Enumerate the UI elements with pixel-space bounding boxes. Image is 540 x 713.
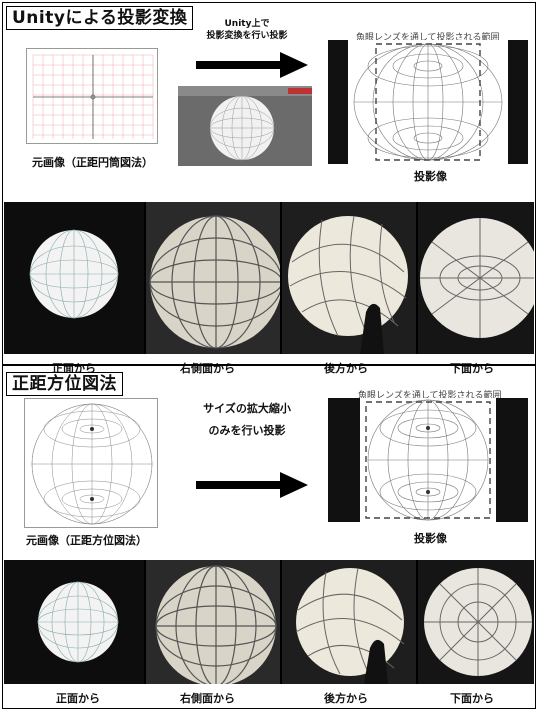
arrow-label: サイズの拡大縮小 のみを行い投影 [172,398,322,442]
dome-photo-strip [4,202,534,354]
photo-rear-view [282,202,416,354]
photo-front-view [4,560,144,684]
view-caption-front: 正面から [56,692,100,705]
dome-photo-strip [4,560,534,684]
projected-image [328,398,528,522]
lens-range-label: 魚眼レンズを通して投影される範囲 [356,33,500,43]
right-arrow-icon [196,472,308,498]
photo-right-side-view [146,560,280,684]
lens-range-label: 魚眼レンズを通して投影される範囲 [358,391,502,401]
arrow-label-line1: サイズの拡大縮小 [203,402,291,415]
view-caption-right-side: 右側面から [180,692,235,705]
original-image-caption: 元画像（正距方位図法） [26,534,147,547]
right-arrow-icon [196,52,308,78]
arrow-label: Unity上で 投影変換を行い投影 [192,18,302,42]
arrow-label-line2: 投影変換を行い投影 [206,31,288,41]
photo-bottom-view [418,202,534,354]
section-azimuthal-equidistant: 正距方位図法 元画像（正距方位図法） サイズの拡大縮小 [2,368,536,709]
photo-right-side-view [146,202,280,354]
view-caption-rear: 後方から [324,692,368,705]
section-unity-projection: Unityによる投影変換 元画像（正距円筒図法） Unity上で 投影変換を [2,2,536,375]
original-image-azimuthal [24,398,158,528]
photo-front-view [4,202,144,354]
projected-image-caption: 投影像 [414,532,447,545]
projected-image [328,40,528,164]
projected-image-caption: 投影像 [414,170,447,183]
section-divider [2,364,536,366]
original-image-caption: 元画像（正距円筒図法） [32,156,153,169]
view-caption-bottom: 下面から [450,692,494,705]
arrow-label-line1: Unity上で [224,19,270,29]
original-image-equirectangular [26,48,158,144]
section-title: Unityによる投影変換 [6,6,194,30]
unity-screenshot [178,86,312,166]
photo-bottom-view [418,560,534,684]
photo-rear-view [282,560,416,684]
arrow-label-line2: のみを行い投影 [208,424,286,437]
section-title: 正距方位図法 [6,372,123,396]
